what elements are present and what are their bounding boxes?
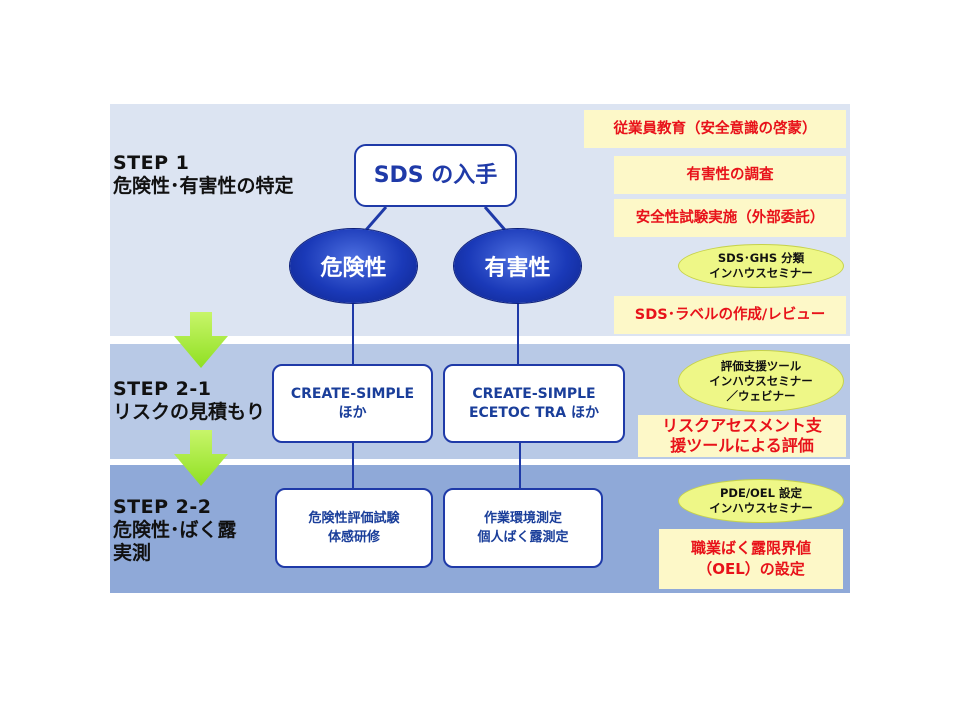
create-simple-node: CREATE-SIMPLE ほか bbox=[272, 364, 433, 443]
service-oel-setting: 職業ばく露限界値 （OEL）の設定 bbox=[659, 529, 843, 589]
create-simple-node-line1: CREATE-SIMPLE bbox=[290, 385, 415, 402]
service-risk-assessment-line2: 援ツールによる評価 bbox=[670, 436, 814, 455]
seminar-assessment-tool: 評価支援ツール インハウスセミナー ／ウェビナー bbox=[678, 350, 844, 412]
step2-2-subtitle-line2: 実測 bbox=[113, 542, 152, 564]
seminar-sds-ghs-line2: インハウスセミナー bbox=[709, 266, 813, 280]
create-simple-ecetoc-line2: ECETOC TRA ほか bbox=[468, 404, 600, 421]
seminar-assessment-tool-line1: 評価支援ツール bbox=[720, 358, 802, 373]
seminar-sds-ghs-line1: SDS･GHS 分類 bbox=[717, 251, 805, 265]
step1-label: STEP 1 危険性･有害性の特定 bbox=[113, 152, 294, 198]
seminar-pde-oel-line1: PDE/OEL 設定 bbox=[720, 486, 802, 500]
seminar-assessment-tool-line2: インハウスセミナー bbox=[709, 373, 813, 388]
step2-1-label: STEP 2-1 リスクの見積もり bbox=[113, 378, 265, 424]
step2-2-subtitle: 危険性･ばく露 bbox=[113, 519, 237, 541]
seminar-assessment-tool-line3: ／ウェビナー bbox=[726, 388, 796, 403]
down-arrow-1 bbox=[174, 312, 228, 368]
kikensei-ellipse: 危険性 bbox=[290, 229, 417, 303]
exposure-measurement-line1: 作業環境測定 bbox=[483, 511, 562, 526]
step1-subtitle: 危険性･有害性の特定 bbox=[113, 175, 294, 197]
service-oel-setting-line2: （OEL）の設定 bbox=[697, 560, 805, 578]
yugaisei-label: 有害性 bbox=[484, 256, 551, 281]
step1-title: STEP 1 bbox=[113, 152, 190, 174]
down-arrow-2 bbox=[174, 430, 228, 486]
service-oel-setting-line1: 職業ばく露限界値 bbox=[690, 539, 811, 557]
create-simple-ecetoc-node: CREATE-SIMPLE ECETOC TRA ほか bbox=[443, 364, 625, 443]
service-risk-assessment-line1: リスクアセスメント支 bbox=[662, 416, 822, 435]
create-simple-ecetoc-line1: CREATE-SIMPLE bbox=[472, 385, 596, 402]
service-sds-label: SDS･ラベルの作成/レビュー bbox=[614, 296, 846, 334]
step2-1-subtitle: リスクの見積もり bbox=[113, 401, 266, 423]
kikensei-label: 危険性 bbox=[320, 256, 387, 281]
service-sds-label-label: SDS･ラベルの作成/レビュー bbox=[634, 306, 826, 323]
hazard-test-line1: 危険性評価試験 bbox=[308, 511, 400, 526]
connector-sds-kiken bbox=[364, 206, 388, 231]
hazard-test-node: 危険性評価試験 体感研修 bbox=[275, 488, 433, 568]
step2-2-label: STEP 2-2 危険性･ばく露 実測 bbox=[113, 496, 237, 565]
create-simple-node-line2: ほか bbox=[338, 404, 367, 421]
sds-node-label: SDS の入手 bbox=[373, 163, 498, 188]
exposure-measurement-line2: 個人ばく露測定 bbox=[477, 530, 569, 545]
seminar-pde-oel-line2: インハウスセミナー bbox=[709, 501, 813, 515]
sds-node: SDS の入手 bbox=[354, 144, 517, 207]
service-risk-assessment: リスクアセスメント支 援ツールによる評価 bbox=[638, 415, 846, 457]
service-employee-education-label: 従業員教育（安全意識の啓蒙） bbox=[613, 120, 817, 137]
yugaisei-ellipse: 有害性 bbox=[454, 229, 581, 303]
connector-sds-yugai bbox=[483, 206, 507, 231]
service-hazard-survey-label: 有害性の調査 bbox=[686, 166, 774, 183]
seminar-sds-ghs: SDS･GHS 分類 インハウスセミナー bbox=[678, 244, 844, 288]
exposure-measurement-node: 作業環境測定 個人ばく露測定 bbox=[443, 488, 603, 568]
hazard-test-line2: 体感研修 bbox=[327, 530, 380, 545]
step2-2-title: STEP 2-2 bbox=[113, 496, 212, 518]
service-employee-education: 従業員教育（安全意識の啓蒙） bbox=[584, 110, 846, 148]
service-safety-test: 安全性試験実施（外部委託） bbox=[614, 199, 846, 237]
seminar-pde-oel: PDE/OEL 設定 インハウスセミナー bbox=[678, 479, 844, 523]
service-safety-test-label: 安全性試験実施（外部委託） bbox=[635, 209, 825, 226]
service-hazard-survey: 有害性の調査 bbox=[614, 156, 846, 194]
step2-1-title: STEP 2-1 bbox=[113, 378, 212, 400]
